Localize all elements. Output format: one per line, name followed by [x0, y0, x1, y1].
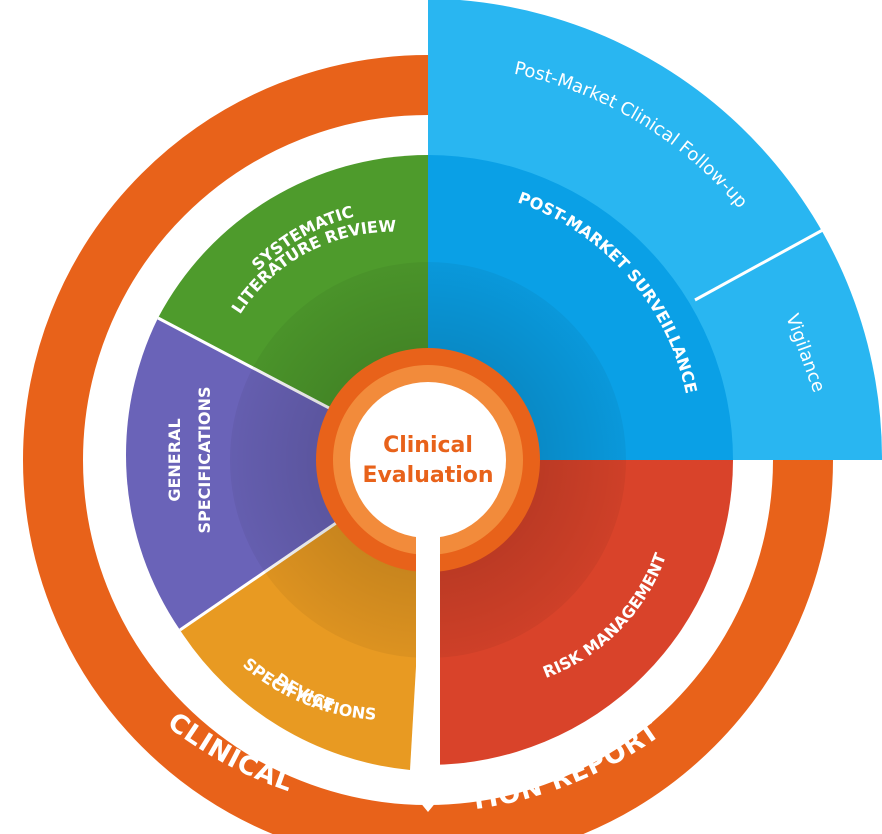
label-general-line2: SPECIFICATIONS [195, 386, 214, 533]
center-disc [350, 382, 506, 538]
center-title-line1: Clinical [383, 433, 473, 458]
connector-arrow [410, 790, 446, 812]
center-title-line2: Evaluation [362, 463, 493, 488]
connector-stem [416, 535, 440, 795]
label-general-line1: GENERAL [165, 418, 184, 501]
post-market-sub-divider [694, 224, 831, 302]
